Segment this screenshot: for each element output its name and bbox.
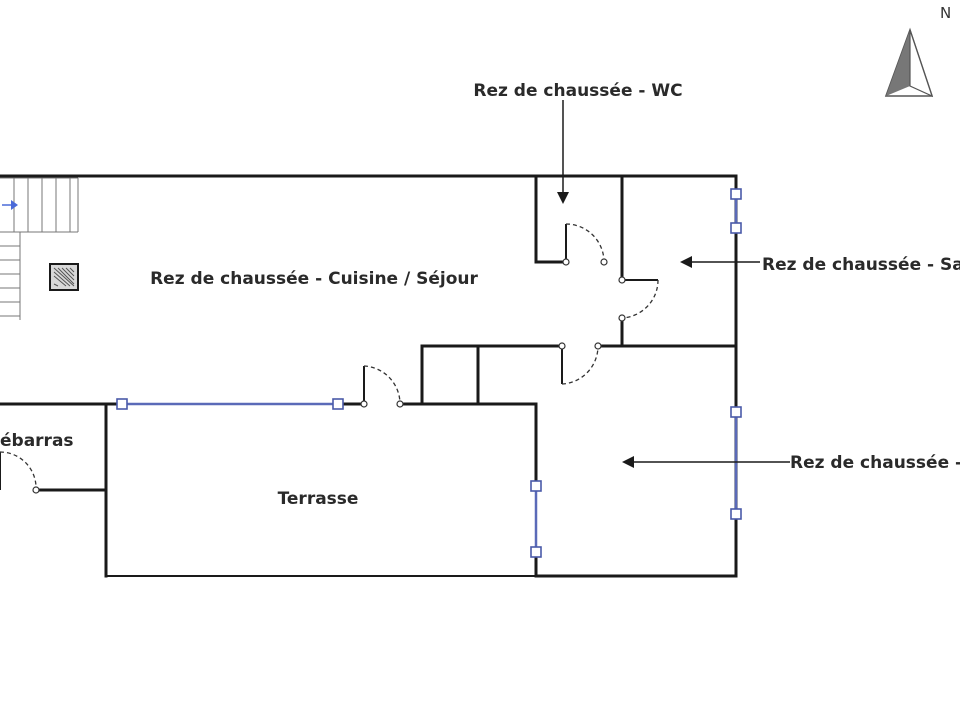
door-right-lower — [558, 342, 602, 385]
label-terrace: Terrasse — [278, 489, 359, 509]
walls — [0, 174, 738, 578]
compass: N — [884, 4, 951, 98]
label-arrows — [557, 100, 790, 468]
north-arrow-icon — [884, 27, 934, 98]
arrow-right-upper — [680, 256, 760, 268]
window-right-upper — [730, 188, 742, 234]
duct-icon — [49, 263, 79, 291]
staircase — [0, 177, 79, 320]
arrow-wc — [557, 100, 569, 204]
label-wc: Rez de chaussée - WC — [473, 81, 682, 101]
door-right-upper — [618, 276, 659, 322]
window-kitchen-bottom — [116, 398, 344, 410]
stair-direction-arrow-icon — [2, 200, 18, 210]
door-terrace — [360, 365, 404, 408]
label-kitchen-living: Rez de chaussée - Cuisine / Séjour — [150, 269, 478, 289]
door-storage — [0, 451, 40, 494]
label-right-lower: Rez de chaussée - — [790, 453, 960, 473]
room-labels: Rez de chaussée - WC Rez de chaussée - C… — [0, 81, 960, 509]
label-right-upper: Rez de chaussée - Sa — [762, 255, 960, 275]
label-storage: ébarras — [0, 431, 74, 451]
arrow-right-lower — [622, 456, 790, 468]
windows — [116, 188, 742, 558]
window-right-lower — [730, 406, 742, 520]
door-wc — [562, 223, 608, 266]
doors — [0, 223, 659, 494]
window-terrace-right — [530, 480, 542, 558]
north-label: N — [940, 4, 951, 22]
